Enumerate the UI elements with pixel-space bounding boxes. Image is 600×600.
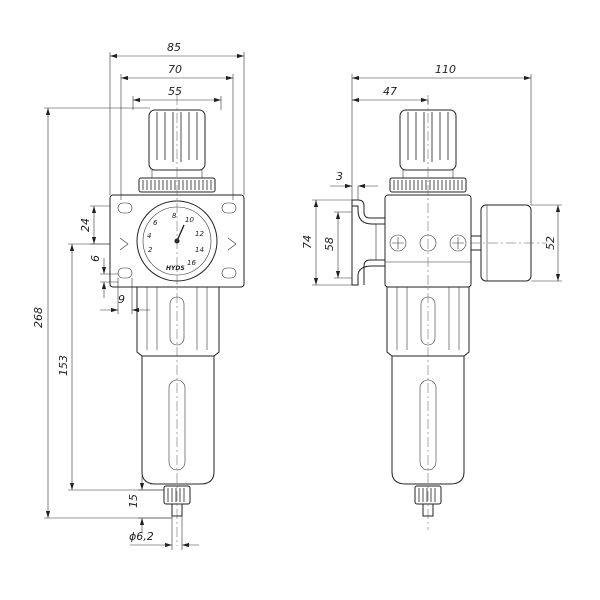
gauge-needle bbox=[176, 224, 185, 242]
dim-58-label: 58 bbox=[323, 237, 336, 251]
dim-70-label: 70 bbox=[168, 63, 182, 76]
dim-9: 9 bbox=[100, 278, 150, 314]
side-view: 110 47 3 74 58 52 bbox=[301, 63, 562, 530]
dim-width-85: 85 bbox=[109, 41, 245, 195]
gauge-tick-6: 6 bbox=[153, 219, 158, 227]
dim-268-label: 268 bbox=[32, 307, 45, 328]
dim-height-153: 153 bbox=[57, 243, 164, 491]
dim-6: 6 bbox=[89, 255, 118, 298]
dim-153-label: 153 bbox=[57, 355, 70, 376]
front-view: 2 4 6 8 10 12 14 16 HYDS bbox=[32, 41, 245, 550]
gauge-tick-16: 16 bbox=[187, 259, 196, 267]
gauge-tick-4: 4 bbox=[147, 232, 151, 240]
dim-port-diameter: ϕ6,2 bbox=[129, 516, 199, 550]
dim-47-label: 47 bbox=[383, 85, 397, 98]
gauge-tick-10: 10 bbox=[185, 216, 194, 224]
dim-58: 58 bbox=[323, 211, 352, 279]
dim-width-55: 55 bbox=[132, 85, 222, 110]
dim-52-label: 52 bbox=[544, 236, 557, 250]
dim-110-label: 110 bbox=[435, 63, 456, 76]
dim-55-label: 55 bbox=[168, 85, 182, 98]
dim-3-label: 3 bbox=[336, 170, 343, 183]
dim-width-70: 70 bbox=[120, 63, 234, 200]
dim-3: 3 bbox=[330, 170, 378, 200]
filter-bowl bbox=[136, 286, 220, 485]
dim-15-label: 15 bbox=[127, 494, 140, 508]
gauge-tick-8: 8 bbox=[172, 212, 177, 220]
dim-85-label: 85 bbox=[167, 41, 181, 54]
dim-24: 24 bbox=[79, 205, 110, 245]
dim-15: 15 bbox=[127, 476, 172, 532]
dim-74: 74 bbox=[301, 199, 352, 286]
dim-port-diameter-label: ϕ6,2 bbox=[129, 530, 154, 543]
gauge-brand: HYDS bbox=[166, 265, 185, 272]
dim-9-label: 9 bbox=[118, 293, 125, 306]
mounting-bracket bbox=[351, 199, 386, 286]
gauge-tick-14: 14 bbox=[195, 246, 204, 254]
gauge-tick-12: 12 bbox=[195, 230, 204, 238]
dim-74-label: 74 bbox=[301, 235, 314, 249]
gauge-tick-2: 2 bbox=[148, 246, 153, 254]
dim-width-110: 110 bbox=[351, 63, 532, 205]
dim-gauge-diameter: 52 bbox=[531, 204, 562, 282]
dim-24-label: 24 bbox=[79, 218, 92, 232]
dim-width-47: 47 bbox=[352, 85, 429, 104]
dim-6-label: 6 bbox=[89, 255, 102, 262]
